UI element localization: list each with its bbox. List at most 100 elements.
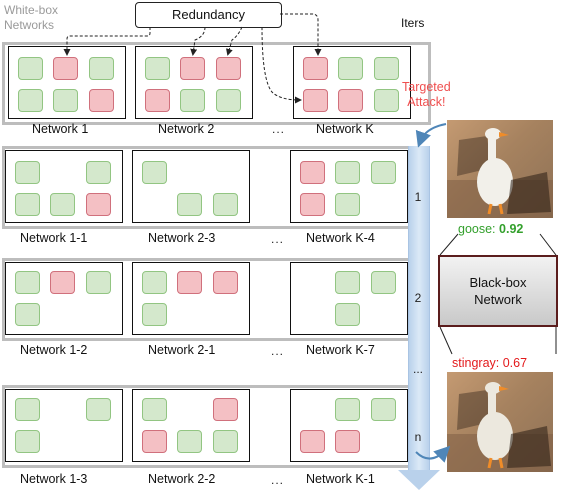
green-block — [50, 193, 75, 216]
image-input-arrow — [415, 445, 451, 463]
ellipsis: ... — [271, 473, 285, 487]
green-block — [142, 161, 167, 184]
green-block — [86, 271, 111, 294]
red-block — [338, 89, 363, 112]
green-block — [15, 398, 40, 421]
network-label: Network 1-1 — [20, 231, 88, 245]
green-block — [15, 193, 40, 216]
ellipsis: ... — [271, 344, 285, 358]
network-label: Network 1-2 — [20, 343, 88, 357]
top-prediction-label: goose: — [458, 222, 496, 236]
green-block — [374, 57, 399, 80]
redundancy-arrow — [190, 26, 206, 56]
green-block — [86, 161, 111, 184]
green-block — [335, 161, 360, 184]
green-block — [335, 271, 360, 294]
red-block — [86, 193, 111, 216]
green-block — [145, 57, 170, 80]
black-box-line2: Network — [474, 292, 522, 307]
targeted-attack-line1: Targeted — [402, 80, 451, 94]
red-block — [216, 57, 241, 80]
network-label: Network 1 — [32, 122, 89, 136]
red-block — [142, 430, 167, 453]
row-frame-original — [2, 42, 431, 125]
targeted-attack-label: Targeted Attack! — [402, 80, 451, 110]
red-block — [53, 57, 78, 80]
iteration-number: 1 — [414, 190, 422, 204]
iteration-number: n — [414, 430, 422, 444]
green-block — [53, 89, 78, 112]
network-box — [290, 389, 408, 462]
redundancy-arrow — [261, 26, 302, 104]
red-block — [50, 271, 75, 294]
red-block — [300, 430, 325, 453]
network-box — [132, 150, 250, 223]
red-block — [213, 398, 238, 421]
green-block — [18, 89, 43, 112]
red-block — [303, 89, 328, 112]
green-block — [335, 193, 360, 216]
green-block — [213, 430, 238, 453]
adversarial-goose-illustration — [447, 382, 553, 472]
red-block — [180, 57, 205, 80]
network-box — [132, 389, 250, 462]
green-block — [15, 271, 40, 294]
green-block — [213, 193, 238, 216]
network-label: Network 1-3 — [20, 472, 88, 486]
iterations-arrow — [408, 146, 430, 472]
red-block — [335, 430, 360, 453]
white-box-networks-label: White-box Networks — [4, 4, 58, 31]
attack-feedback-arrow — [415, 123, 447, 148]
white-box-label-line2: Networks — [4, 18, 55, 32]
green-block — [142, 398, 167, 421]
network-box — [135, 46, 253, 119]
network-label: Network 2-1 — [148, 343, 216, 357]
redundancy-arrow — [63, 27, 151, 56]
green-block — [335, 303, 360, 326]
iterations-arrow-head — [398, 470, 440, 490]
goose-image-original — [447, 120, 553, 218]
red-block — [300, 193, 325, 216]
bottom-prediction-label: stingray: — [452, 356, 500, 370]
green-block — [374, 89, 399, 112]
green-block — [142, 303, 167, 326]
green-block — [338, 57, 363, 80]
network-label: Network K-4 — [306, 231, 375, 245]
iteration-ellipsis: ... — [412, 362, 423, 376]
iters-label: Iters — [401, 16, 425, 30]
ellipsis: ... — [272, 122, 286, 136]
connector-line — [439, 326, 453, 355]
green-block — [15, 303, 40, 326]
network-label: Network 2 — [158, 122, 215, 136]
goose-illustration — [447, 128, 553, 218]
network-box — [293, 46, 411, 119]
network-box — [5, 150, 123, 223]
green-block — [15, 161, 40, 184]
targeted-attack-line2: Attack! — [407, 95, 446, 109]
top-prediction: goose: 0.92 — [458, 222, 523, 236]
green-block — [216, 89, 241, 112]
bottom-prediction-score: 0.67 — [502, 356, 528, 370]
connector-line — [539, 233, 557, 256]
network-label: Network 2-2 — [148, 472, 216, 486]
green-block — [371, 271, 396, 294]
red-block — [145, 89, 170, 112]
red-block — [89, 89, 114, 112]
green-block — [371, 161, 396, 184]
green-block — [142, 271, 167, 294]
white-box-label-line1: White-box — [4, 3, 59, 17]
network-box — [132, 262, 250, 335]
green-block — [89, 57, 114, 80]
network-box — [5, 389, 123, 462]
bottom-prediction: stingray: 0.67 — [452, 356, 527, 370]
top-prediction-score: 0.92 — [499, 222, 524, 236]
green-block — [371, 398, 396, 421]
green-block — [86, 398, 111, 421]
network-label: Network 2-3 — [148, 231, 216, 245]
redundancy-arrow — [226, 26, 243, 56]
connector-line — [439, 233, 459, 256]
network-box — [5, 262, 123, 335]
network-label: Network K-7 — [306, 343, 375, 357]
network-box — [290, 150, 408, 223]
